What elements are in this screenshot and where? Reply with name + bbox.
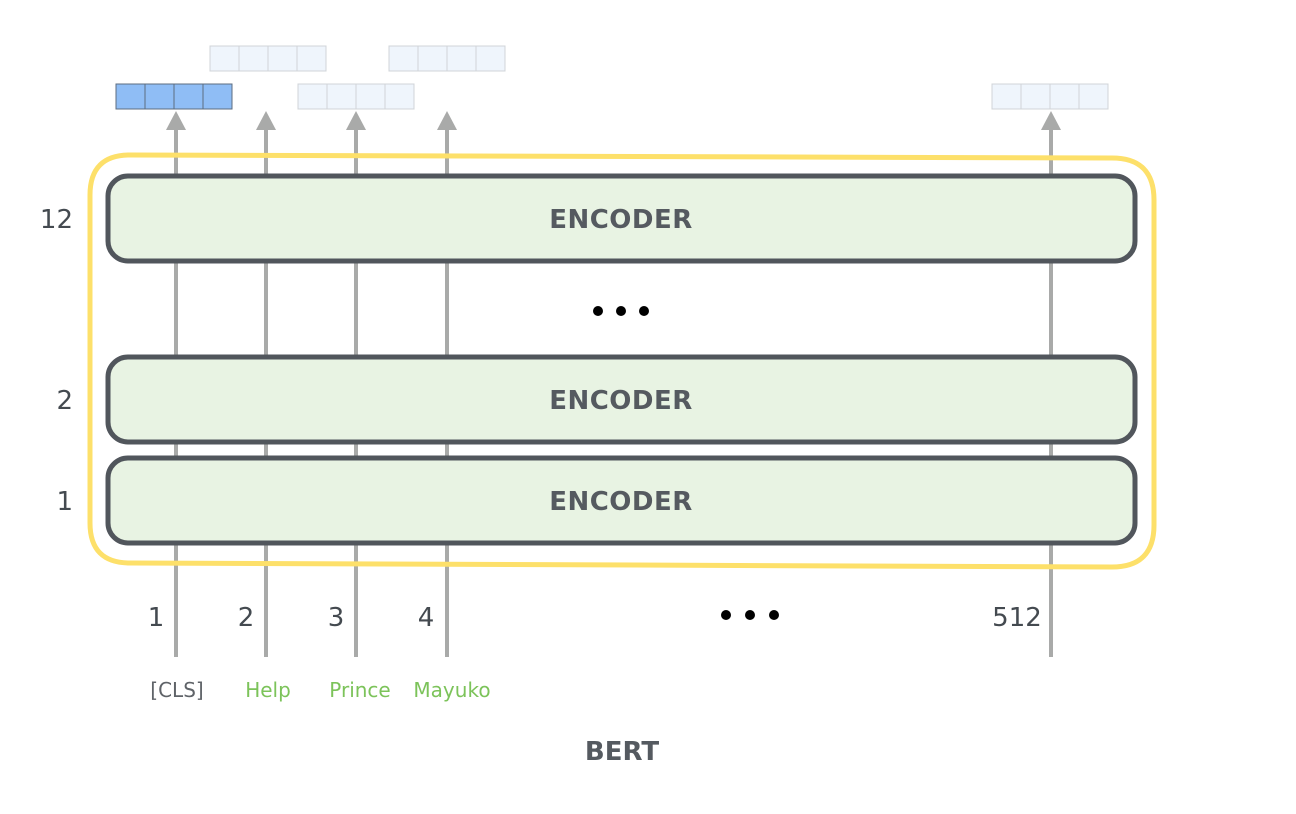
vector-cell bbox=[1078, 83, 1109, 110]
position-number-2: 2 bbox=[238, 603, 255, 633]
layer-number-12: 12 bbox=[40, 205, 73, 235]
token-cls: [CLS] bbox=[150, 678, 203, 702]
vector-cell bbox=[355, 83, 386, 110]
position-number-3: 3 bbox=[328, 603, 345, 633]
position-ellipsis bbox=[721, 610, 779, 620]
output-vectors bbox=[115, 45, 1109, 110]
encoder-box bbox=[105, 354, 1138, 445]
vector-cell bbox=[388, 45, 419, 72]
vector-cell bbox=[326, 83, 357, 110]
output-vector-4 bbox=[388, 45, 506, 72]
vector-cell bbox=[297, 83, 328, 110]
diagram-title: BERT bbox=[585, 737, 659, 767]
vector-cell bbox=[144, 83, 175, 110]
vector-cell bbox=[209, 45, 240, 72]
layer-ellipsis bbox=[593, 306, 649, 316]
ellipsis-dot bbox=[721, 610, 731, 620]
position-number-4: 4 bbox=[418, 603, 435, 633]
arrow-head-icon bbox=[256, 111, 276, 130]
bert-model-outline bbox=[87, 152, 1157, 570]
output-vector-512 bbox=[991, 83, 1109, 110]
encoder-layer-12: ENCODER bbox=[105, 173, 1138, 264]
vector-cell bbox=[1020, 83, 1051, 110]
arrow-head-icon bbox=[346, 111, 366, 130]
vector-cell bbox=[991, 83, 1022, 110]
vector-cell bbox=[1049, 83, 1080, 110]
ellipsis-dot bbox=[616, 306, 626, 316]
layer-number-1: 1 bbox=[56, 487, 73, 517]
encoder-label: ENCODER bbox=[549, 386, 693, 416]
output-vector-3 bbox=[297, 83, 415, 110]
encoder-layer-2: ENCODER bbox=[105, 354, 1138, 445]
encoder-label: ENCODER bbox=[549, 205, 693, 235]
ellipsis-dot bbox=[769, 610, 779, 620]
arrow-head-icon bbox=[166, 111, 186, 130]
ellipsis-dot bbox=[593, 306, 603, 316]
vector-cell bbox=[173, 83, 204, 110]
vector-cell bbox=[296, 45, 327, 72]
encoder-box bbox=[105, 455, 1138, 546]
vector-cell bbox=[475, 45, 506, 72]
vector-cell bbox=[417, 45, 448, 72]
token-mayuko: Mayuko bbox=[413, 678, 490, 702]
vector-cell bbox=[267, 45, 298, 72]
vector-cell bbox=[446, 45, 477, 72]
ellipsis-dot bbox=[639, 306, 649, 316]
token-help: Help bbox=[245, 678, 291, 702]
vector-cell bbox=[384, 83, 415, 110]
vector-cell bbox=[115, 83, 146, 110]
position-number-1: 1 bbox=[148, 603, 165, 633]
encoder-label: ENCODER bbox=[549, 487, 693, 517]
vector-cell bbox=[238, 45, 269, 72]
encoder-layer-1: ENCODER bbox=[105, 455, 1138, 546]
token-prince: Prince bbox=[329, 678, 390, 702]
layer-number-2: 2 bbox=[56, 386, 73, 416]
vector-cell bbox=[202, 83, 233, 110]
encoder-box bbox=[105, 173, 1138, 264]
output-vector-2 bbox=[209, 45, 327, 72]
arrow-head-icon bbox=[437, 111, 457, 130]
ellipsis-dot bbox=[745, 610, 755, 620]
arrow-head-icon bbox=[1041, 111, 1061, 130]
output-vector-1 bbox=[115, 83, 233, 110]
position-number-512: 512 bbox=[992, 603, 1042, 633]
